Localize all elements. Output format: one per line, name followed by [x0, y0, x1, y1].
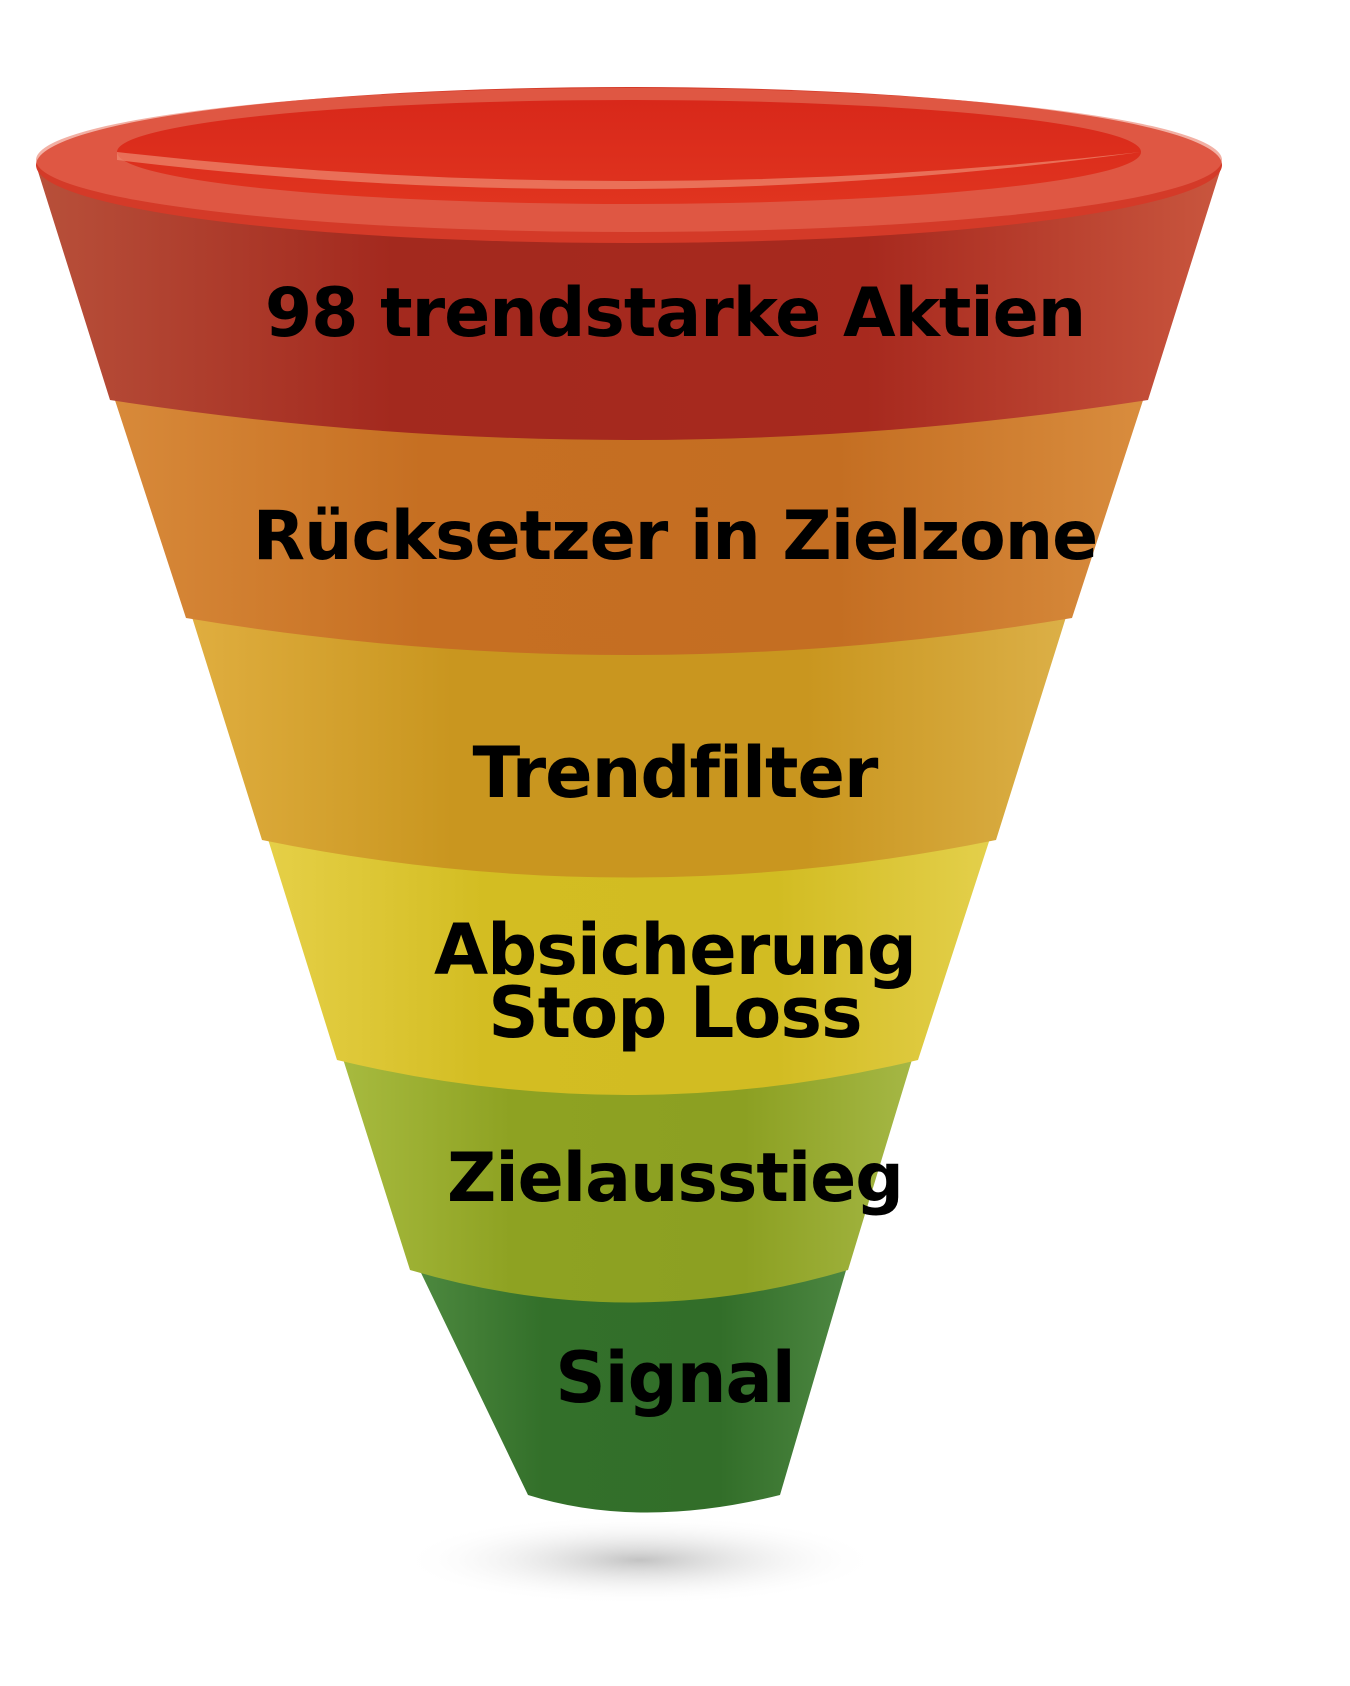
- layer-label-4a: Absicherung: [433, 909, 917, 991]
- layer-label-2: Rücksetzer in Zielzone: [252, 497, 1099, 576]
- floor-shadow: [400, 1515, 880, 1605]
- layer-label-3: Trendfilter: [472, 732, 879, 814]
- funnel-layer-trendstarke-aktien: [36, 87, 1222, 440]
- layer-label-5: Zielausstieg: [447, 1139, 904, 1218]
- layer-label-6: Signal: [555, 1337, 796, 1419]
- layer-label-1: 98 trendstarke Aktien: [264, 274, 1086, 353]
- layer-label-4b: Stop Loss: [488, 972, 862, 1054]
